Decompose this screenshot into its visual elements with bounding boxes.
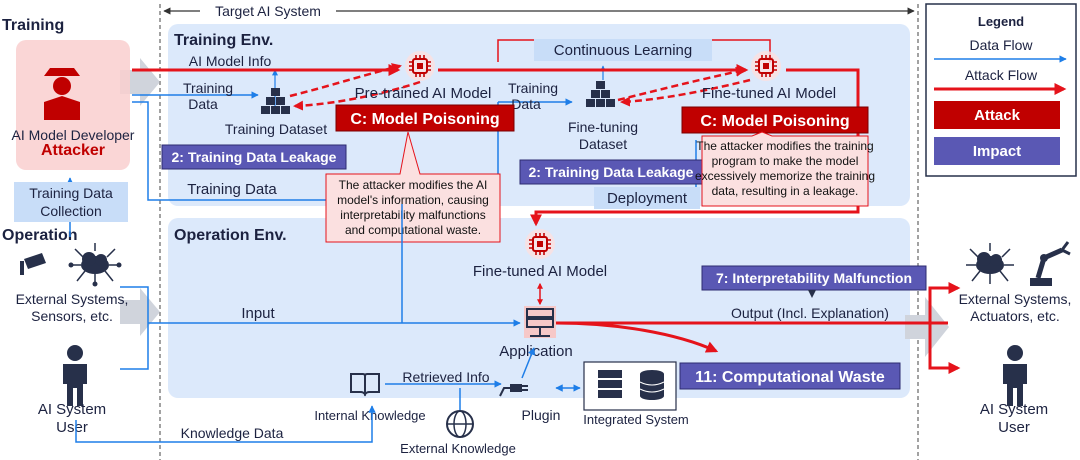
application-label: Application [499, 343, 572, 360]
interpretability-malfunction-impact [701, 265, 927, 291]
legend-attack-flow: Attack Flow [965, 67, 1038, 83]
external-systems-in-line2: Sensors, etc. [31, 308, 113, 324]
attack-to-waste [555, 321, 719, 353]
training-data-collection-box [14, 182, 128, 222]
computational-waste-impact [679, 362, 901, 390]
operation-env-title: Operation Env. [174, 227, 287, 244]
training-data-label-1b: Data [188, 96, 218, 112]
pretrained-model-chip-icon [404, 50, 436, 82]
training-env-title: Training Env. [174, 32, 273, 49]
dashed-attack-1 [289, 63, 402, 98]
user-out-line2: User [998, 419, 1030, 436]
cloud-network-icon [68, 243, 122, 287]
finetuned-model-ops-chip-icon [524, 228, 556, 260]
input-label: Input [241, 305, 275, 322]
callout-1-line4: and computational waste. [345, 223, 481, 237]
callout-1-line1: The attacker modifies the AI [339, 178, 488, 192]
flow-arrow-in-2 [120, 288, 160, 336]
knowledge-data-label: Knowledge Data [181, 425, 284, 441]
external-systems-out-line1: External Systems, [959, 291, 1072, 307]
legend-data-flow: Data Flow [969, 37, 1033, 53]
ai-model-info-label: AI Model Info [189, 53, 272, 69]
training-heading: Training [2, 17, 64, 34]
user-in-icon [63, 345, 87, 406]
training-data-collection-line2: Collection [40, 203, 101, 219]
developer-label: AI Model Developer [12, 127, 135, 143]
legend-impact-label: Impact [973, 143, 1021, 160]
internal-knowledge-book-icon [350, 373, 380, 397]
operation-heading: Operation [2, 227, 78, 244]
deployment-box [594, 187, 700, 209]
knowledge-data-flow [75, 405, 376, 443]
dashed-attack-2 [293, 80, 421, 111]
training-data-collection-line1: Training Data [29, 185, 113, 201]
callout-2-line3: excessively memorize the training [695, 169, 875, 183]
model-poisoning-2-label: C: Model Poisoning [700, 113, 849, 130]
legend-attack-swatch [934, 101, 1060, 129]
output-label: Output (Incl. Explanation) [731, 305, 889, 321]
model-poisoning-attack-2 [681, 106, 869, 134]
plugin-icon [499, 384, 528, 397]
training-data-leakage-impact-1 [161, 144, 347, 170]
robot-arm-icon [1030, 241, 1071, 286]
training-dataset-label: Training Dataset [225, 121, 327, 137]
cloud-network-out-icon [966, 243, 1014, 284]
callout-2-line4: data, resulting in a leakage. [712, 184, 859, 198]
training-data-label-2a: Training [508, 80, 558, 96]
user-in-line1: AI System [38, 401, 106, 418]
callout-2-line2: program to make the model [712, 154, 859, 168]
user-out-icon [1003, 345, 1027, 406]
finetuning-dataset-label-1: Fine-tuning [568, 119, 638, 135]
leakage-1-label: 2: Training Data Leakage [172, 149, 337, 165]
attacker-icon [44, 68, 80, 120]
attacker-label: Attacker [41, 142, 105, 159]
integrated-system-label: Integrated System [583, 412, 689, 427]
database-icon [639, 370, 665, 400]
camera-icon [20, 253, 46, 275]
external-knowledge-globe-icon [446, 410, 474, 438]
training-data-label-2b: Data [511, 96, 541, 112]
plugin-label: Plugin [522, 407, 561, 423]
continuous-learning-box [534, 39, 712, 61]
training-data-flow-bottom [132, 101, 499, 201]
internal-knowledge-label: Internal Knowledge [314, 408, 425, 423]
finetuned-model-chip-icon [750, 50, 782, 82]
legend-attack-label: Attack [974, 107, 1021, 124]
pretrained-model-label: Pre-trained AI Model [355, 85, 492, 102]
deployment-label: Deployment [607, 190, 688, 207]
finetuning-dataset-label-2: Dataset [579, 136, 627, 152]
target-system-label: Target AI System [215, 3, 321, 19]
retrieved-info-label: Retrieved Info [402, 369, 489, 385]
server-rack-icon [598, 370, 622, 398]
callout-2-line1: The attacker modifies the training [696, 139, 873, 153]
external-systems-in-line1: External Systems, [16, 291, 129, 307]
callout-1-line2: model's information, causing [337, 193, 489, 207]
application-server-icon [524, 306, 556, 338]
model-poisoning-1-label: C: Model Poisoning [350, 111, 499, 128]
model-poisoning-attack-1 [335, 104, 515, 132]
callout-1-bubble [325, 131, 501, 243]
callout-2-bubble [701, 131, 869, 207]
attack-flow-to-operation [530, 68, 860, 227]
legend-impact-swatch [934, 137, 1060, 165]
finetuned-model-top-label: Fine-tuned AI Model [702, 85, 836, 102]
external-systems-out-line2: Actuators, etc. [970, 308, 1059, 324]
waste-label: 11: Computational Waste [695, 369, 885, 386]
training-data-bottom-label: Training Data [187, 181, 277, 198]
flow-arrow-out [905, 297, 949, 357]
user-out-line1: AI System [980, 401, 1048, 418]
dashed-attack-4 [620, 78, 751, 107]
user-in-line2: User [56, 419, 88, 436]
callout-1-line3: interpretability malfunctions [340, 208, 485, 222]
external-knowledge-label: External Knowledge [400, 441, 516, 456]
finetuned-model-ops-label: Fine-tuned AI Model [473, 263, 607, 280]
legend-title: Legend [978, 14, 1024, 29]
training-data-label-1a: Training [183, 80, 233, 96]
interp-label: 7: Interpretability Malfunction [716, 270, 912, 286]
continuous-learning-label: Continuous Learning [554, 42, 692, 59]
leakage-2-label: 2: Training Data Leakage [529, 164, 694, 180]
dashed-attack-3 [617, 66, 746, 102]
